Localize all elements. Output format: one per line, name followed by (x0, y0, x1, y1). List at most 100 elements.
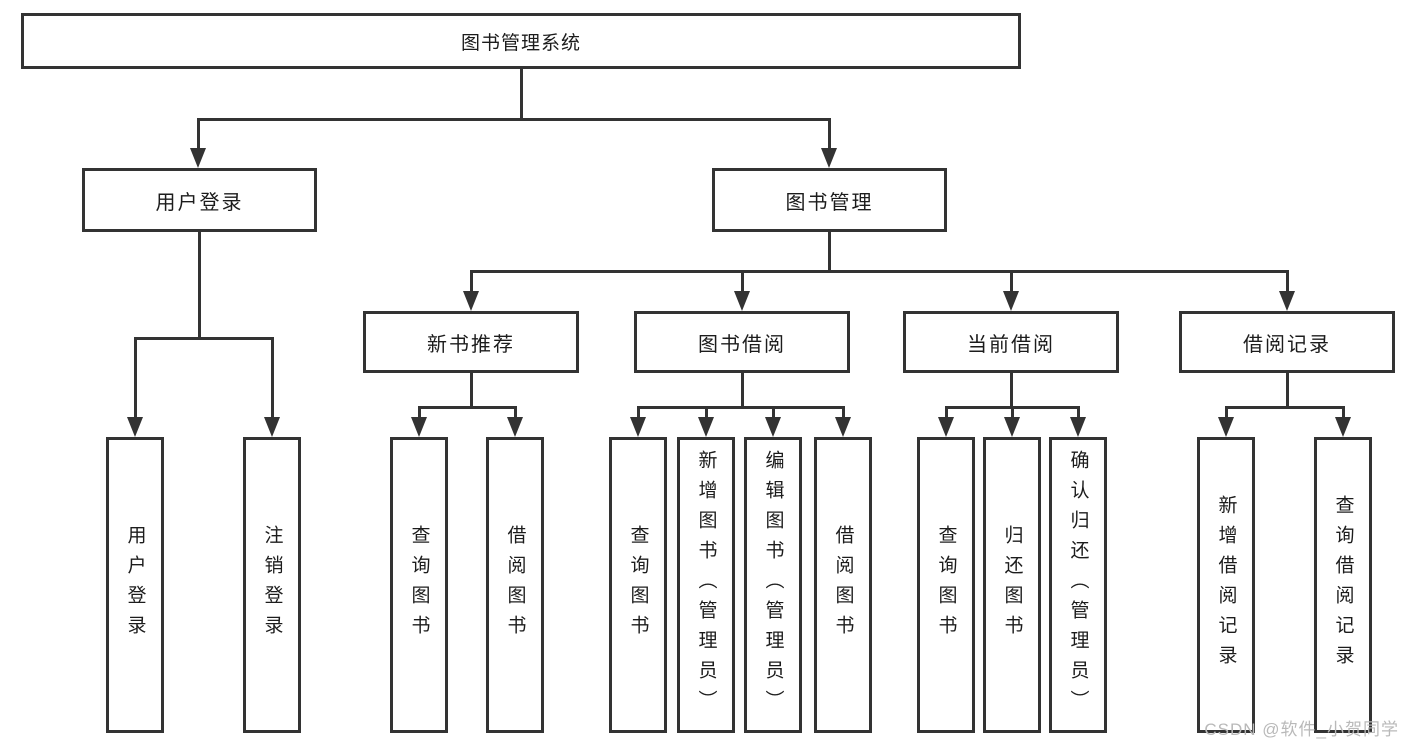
node-book-borrowing: 图书借阅 (634, 311, 850, 373)
leaf-query-borrow-record-label: 查询借阅记录 (1332, 495, 1354, 675)
arrow-down-icon (698, 406, 714, 437)
leaf-query-books-borrowing-label: 查询图书 (627, 525, 649, 645)
arrowhead-icon (507, 417, 523, 437)
arrow-stem (513, 406, 517, 425)
arrow-stem (1009, 270, 1013, 299)
connector-book-management-bar (469, 270, 1289, 273)
arrow-stem (1285, 270, 1289, 299)
arrow-stem (841, 406, 845, 425)
arrow-stem (740, 270, 744, 299)
node-borrowing-records: 借阅记录 (1179, 311, 1395, 373)
leaf-user-login: 用户登录 (106, 437, 164, 733)
arrow-stem (1341, 406, 1345, 425)
arrowhead-icon (734, 291, 750, 311)
leaf-add-books-admin-label: 新增图书（管理员） (695, 450, 717, 720)
arrow-stem (270, 337, 274, 425)
arrow-stem (1224, 406, 1228, 425)
leaf-borrow-books-recommend-label: 借阅图书 (504, 525, 526, 645)
leaf-return-books-label: 归还图书 (1001, 525, 1023, 645)
arrow-stem (704, 406, 708, 425)
arrowhead-icon (264, 417, 280, 437)
arrowhead-icon (190, 148, 206, 168)
arrow-stem (771, 406, 775, 425)
leaf-add-books-admin: 新增图书（管理员） (677, 437, 735, 733)
connector-level2-bar (196, 118, 831, 121)
csdn-watermark: CSDN @软件_小贺同学 (1204, 720, 1399, 739)
arrow-stem (196, 118, 200, 156)
connector-user-login-stem (198, 232, 201, 337)
connector-current-stem (1009, 373, 1013, 406)
arrow-down-icon (1218, 406, 1234, 437)
arrow-down-icon (630, 406, 646, 437)
arrow-down-icon (1003, 270, 1019, 311)
connector-book-management-stem (828, 232, 831, 270)
leaf-query-books-current: 查询图书 (917, 437, 975, 733)
arrow-down-icon (938, 406, 954, 437)
connector-borrowing-stem (740, 373, 744, 406)
arrow-down-icon (190, 118, 206, 168)
node-new-book-recommendation: 新书推荐 (363, 311, 579, 373)
arrow-down-icon (765, 406, 781, 437)
connector-borrowing-bar (636, 406, 845, 409)
node-library-management-system: 图书管理系统 (21, 13, 1021, 69)
arrowhead-icon (630, 417, 646, 437)
node-current-borrowing: 当前借阅 (903, 311, 1119, 373)
arrowhead-icon (835, 417, 851, 437)
arrowhead-icon (1070, 417, 1086, 437)
node-user-login: 用户登录 (82, 168, 317, 232)
leaf-confirm-return-admin: 确认归还（管理员） (1049, 437, 1107, 733)
arrowhead-icon (463, 291, 479, 311)
leaf-confirm-return-admin-label: 确认归还（管理员） (1067, 450, 1089, 720)
leaf-query-books-recommend: 查询图书 (390, 437, 448, 733)
arrow-stem (1076, 406, 1080, 425)
arrowhead-icon (1279, 291, 1295, 311)
arrow-stem (1010, 406, 1014, 425)
connector-recommend-bar (417, 406, 517, 409)
leaf-return-books: 归还图书 (983, 437, 1041, 733)
arrow-stem (944, 406, 948, 425)
arrow-stem (636, 406, 640, 425)
leaf-borrow-books-borrowing: 借阅图书 (814, 437, 872, 733)
arrowhead-icon (821, 148, 837, 168)
arrow-down-icon (127, 337, 143, 437)
arrow-stem (827, 118, 831, 156)
leaf-query-books-borrowing: 查询图书 (609, 437, 667, 733)
arrow-stem (133, 337, 137, 425)
arrowhead-icon (127, 417, 143, 437)
arrow-down-icon (1070, 406, 1086, 437)
leaf-logout-label: 注销登录 (261, 525, 283, 645)
arrow-down-icon (835, 406, 851, 437)
leaf-user-login-label: 用户登录 (124, 525, 146, 645)
leaf-edit-books-admin: 编辑图书（管理员） (744, 437, 802, 733)
leaf-logout: 注销登录 (243, 437, 301, 733)
arrowhead-icon (938, 417, 954, 437)
arrow-down-icon (1335, 406, 1351, 437)
connector-root-stem (519, 69, 523, 118)
arrow-down-icon (411, 406, 427, 437)
connector-records-stem (1285, 373, 1289, 406)
arrowhead-icon (698, 417, 714, 437)
arrow-stem (469, 270, 473, 299)
arrowhead-icon (1003, 291, 1019, 311)
connector-user-login-bar (133, 337, 274, 340)
arrow-down-icon (821, 118, 837, 168)
connector-records-bar (1224, 406, 1345, 409)
leaf-query-books-recommend-label: 查询图书 (408, 525, 430, 645)
arrow-down-icon (1004, 406, 1020, 437)
arrow-down-icon (734, 270, 750, 311)
arrow-down-icon (1279, 270, 1295, 311)
arrowhead-icon (1218, 417, 1234, 437)
leaf-query-books-current-label: 查询图书 (935, 525, 957, 645)
node-book-management: 图书管理 (712, 168, 947, 232)
leaf-edit-books-admin-label: 编辑图书（管理员） (762, 450, 784, 720)
leaf-borrow-books-recommend: 借阅图书 (486, 437, 544, 733)
arrowhead-icon (1004, 417, 1020, 437)
arrowhead-icon (765, 417, 781, 437)
arrow-down-icon (507, 406, 523, 437)
connector-recommend-stem (469, 373, 473, 406)
arrow-down-icon (463, 270, 479, 311)
arrowhead-icon (1335, 417, 1351, 437)
leaf-add-borrow-record-label: 新增借阅记录 (1215, 495, 1237, 675)
leaf-query-borrow-record: 查询借阅记录 (1314, 437, 1372, 733)
